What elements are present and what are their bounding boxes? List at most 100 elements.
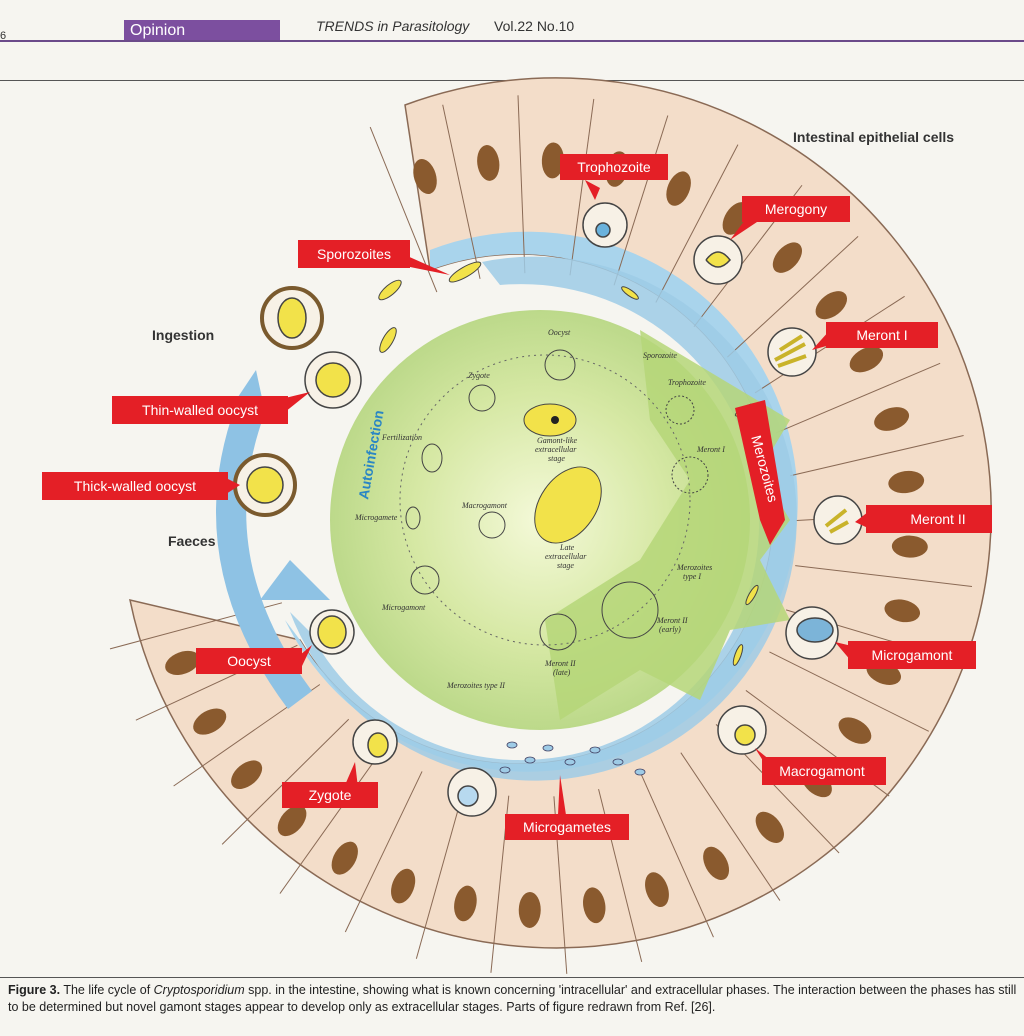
cell-divider (769, 651, 929, 732)
label-box-microgametes: Microgametes (505, 775, 629, 840)
inner-trophozoite: Trophozoite (668, 378, 706, 387)
inner-meront2early-a: Meront II (656, 616, 688, 625)
cell-nucleus (277, 805, 307, 837)
cell-divider (221, 718, 350, 845)
cell-nucleus (838, 717, 872, 744)
cell-nucleus (391, 868, 416, 904)
label-box-sporozoites: Sporozoites (298, 240, 450, 275)
cell-nucleus (815, 291, 848, 320)
label-faeces: Faeces (168, 533, 216, 549)
label-epithelial: Intestinal epithelial cells (793, 129, 954, 145)
label-box-thick-oocyst: Thick-walled oocyst (42, 472, 240, 500)
label-box-zygote: Zygote (282, 762, 378, 808)
caption-text-before: The life cycle of (60, 983, 154, 997)
cell-nucleus (413, 158, 437, 194)
label-macrogamont: Macrogamont (779, 763, 865, 779)
inner-meront2late-a: Meront II (544, 659, 576, 668)
cell-nucleus (703, 846, 730, 881)
inner-cycle-path (399, 354, 691, 646)
cell-nucleus (874, 407, 910, 431)
cell-nucleus (477, 145, 500, 181)
label-box-microgamont: Microgamont (835, 641, 976, 669)
cell-divider (613, 115, 669, 286)
life-cycle-figure: Intestinal epithelial cells Ingestion Fa… (42, 77, 992, 974)
inner-merozoites2: Merozoites type II (446, 681, 505, 690)
cell-nucleus (891, 535, 928, 558)
inner-sporozoite: Sporozoite (643, 351, 677, 360)
cell-nucleus (884, 599, 921, 623)
inner-oocyst: Oocyst (548, 328, 571, 337)
cell-divider (344, 771, 423, 933)
cell-nucleus (454, 885, 477, 922)
cell-nucleus (331, 841, 358, 875)
epithelial-cells (109, 95, 975, 974)
inner-meront1: Meront I (696, 445, 725, 454)
label-ingestion: Ingestion (152, 327, 214, 343)
caption-figure-label: Figure 3. (8, 983, 61, 997)
page-header: 6 Opinion TRENDS in Parasitology Vol.22 … (0, 0, 1024, 60)
label-box-thin-oocyst: Thin-walled oocyst (112, 392, 310, 424)
label-box-meront2: Meront II (855, 505, 992, 533)
cell-divider (279, 748, 384, 894)
inner-microgamete: Microgamete (354, 513, 398, 522)
journal-title: TRENDS in Parasitology (316, 18, 470, 34)
inner-gamont-c: stage (548, 454, 565, 463)
cell-nucleus (772, 242, 802, 273)
stage-circles (233, 202, 863, 817)
inner-macrogamont: Macrogamont (461, 501, 508, 510)
cell-divider (442, 104, 481, 279)
inner-gamont-b: extracellular (535, 445, 577, 454)
inner-late-b: extracellular (545, 552, 587, 561)
label-trophozoite: Trophozoite (577, 159, 651, 175)
label-box-merogony: Merogony (730, 196, 850, 240)
label-oocyst: Oocyst (227, 653, 271, 669)
microgamete-dots (499, 741, 646, 776)
label-meront1: Meront I (856, 327, 907, 343)
label-zygote: Zygote (309, 787, 352, 803)
inner-microgamont: Microgamont (381, 603, 426, 612)
cell-nucleus (888, 470, 925, 494)
cell-divider (655, 144, 739, 303)
cell-divider (569, 98, 595, 276)
journal-volume: Vol.22 No.10 (494, 18, 575, 34)
cell-nucleus (518, 891, 541, 928)
label-meront2: Meront II (910, 511, 965, 527)
stage-labels: Trophozoite Merogony Meront I Merozoites… (42, 154, 992, 840)
label-sporozoites: Sporozoites (317, 246, 391, 262)
page-number: 6 (0, 30, 7, 42)
cell-nucleus (583, 887, 606, 924)
label-thin-oocyst: Thin-walled oocyst (142, 402, 258, 418)
cell-divider (680, 752, 781, 901)
cell-divider (790, 435, 964, 477)
cell-divider (795, 565, 973, 587)
inner-fertilization: Fertilization (381, 433, 422, 442)
inner-stage-sketches (405, 349, 709, 651)
inner-merozoites1a: Merozoites (676, 563, 712, 572)
inner-late-c: stage (557, 561, 574, 570)
cell-nucleus (541, 142, 564, 179)
gamont-like-stage (523, 403, 577, 437)
label-box-trophozoite: Trophozoite (560, 154, 668, 200)
cell-nucleus (165, 650, 200, 675)
cell-nucleus (645, 872, 669, 908)
figure-caption: Figure 3. The life cycle of Cryptosporid… (8, 982, 1018, 1016)
caption-species: Cryptosporidium (153, 983, 245, 997)
free-parasites (378, 261, 759, 666)
cell-divider (776, 362, 941, 434)
inner-zygote: Zygote (468, 371, 490, 380)
label-box-macrogamont: Macrogamont (755, 748, 886, 785)
label-box-merozoites: Merozoites (735, 400, 785, 545)
cell-nucleus (231, 760, 263, 789)
label-box-oocyst: Oocyst (196, 645, 312, 674)
label-thick-oocyst: Thick-walled oocyst (74, 478, 196, 494)
inner-labels: Oocyst Sporozoite Trophozoite Meront I M… (354, 328, 725, 690)
late-extracellular-stage (534, 466, 602, 544)
label-merogony: Merogony (765, 201, 827, 217)
label-microgamont: Microgamont (872, 647, 953, 663)
label-microgametes: Microgametes (523, 819, 611, 835)
section-tag: Opinion (124, 20, 280, 42)
inner-meront2late-b: (late) (553, 668, 571, 677)
header-rule (0, 40, 1024, 42)
cell-nucleus (193, 708, 227, 735)
cell-nucleus (666, 171, 691, 206)
